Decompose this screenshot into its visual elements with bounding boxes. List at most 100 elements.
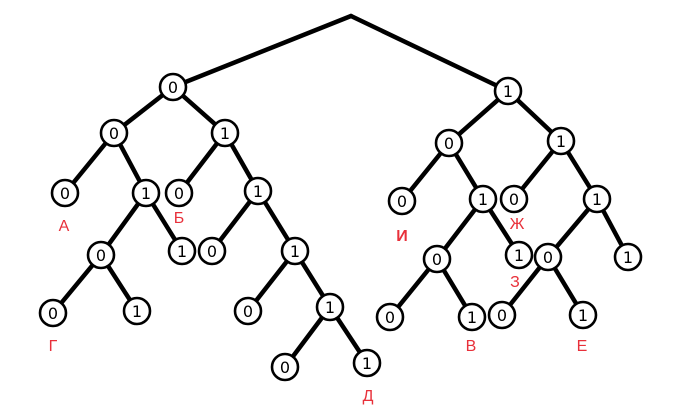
tree-node-value: 0 [444, 134, 454, 153]
tree-node-value: 1 [623, 248, 633, 267]
tree-node-value: 0 [60, 184, 70, 203]
tree-node-circle [422, 244, 452, 274]
tree-node-n26: 1 [504, 240, 534, 270]
tree-edge-root-n2 [348, 13, 511, 94]
tree-node-circle [270, 352, 300, 382]
tree-node-value: 1 [578, 306, 588, 325]
tree-node-value: 1 [503, 82, 513, 101]
leaf-label-z: З [510, 274, 520, 291]
tree-node-value: 1 [325, 298, 335, 317]
tree-node-n1: 0 [158, 72, 188, 102]
tree-node-circle [568, 300, 598, 330]
tree-node-value: 0 [543, 248, 553, 267]
tree-node-n10: 1 [167, 236, 197, 266]
tree-node-value: 1 [220, 124, 230, 143]
tree-node-value: 0 [168, 78, 178, 97]
tree-node-circle [38, 298, 68, 328]
tree-node-value: 1 [141, 184, 151, 203]
tree-node-n28: 1 [457, 302, 487, 332]
leaf-label-a: А [59, 218, 70, 235]
tree-node-value: 0 [96, 246, 106, 265]
tree-node-n22: 1 [468, 184, 498, 214]
tree-node-n9: 0 [86, 240, 116, 270]
leaf-label-i: И [396, 228, 408, 245]
tree-node-circle [352, 348, 382, 378]
tree-node-n23: 0 [499, 184, 529, 214]
tree-node-n3: 0 [99, 118, 129, 148]
tree-node-circle [122, 296, 152, 326]
tree-node-value: 1 [556, 132, 566, 151]
tree-node-value: 0 [397, 192, 407, 211]
tree-node-n18: 1 [352, 348, 382, 378]
tree-node-circle [50, 178, 80, 208]
tree-node-value: 0 [385, 308, 395, 327]
tree-node-circle [86, 240, 116, 270]
tree-node-value: 0 [109, 124, 119, 143]
tree-node-value: 0 [48, 304, 58, 323]
tree-node-n11: 0 [38, 298, 68, 328]
tree-node-circle [457, 302, 487, 332]
tree-node-n17: 0 [270, 352, 300, 382]
tree-node-value: 1 [177, 242, 187, 261]
tree-node-circle [533, 242, 563, 272]
tree-node-circle [493, 76, 523, 106]
tree-node-circle [487, 300, 517, 330]
tree-node-n15: 0 [233, 296, 263, 326]
tree-node-n29: 0 [533, 242, 563, 272]
tree-node-n32: 1 [568, 300, 598, 330]
tree-node-circle [582, 184, 612, 214]
tree-node-value: 1 [132, 302, 142, 321]
tree-node-value: 1 [362, 354, 372, 373]
tree-node-n24: 1 [582, 184, 612, 214]
tree-node-value: 0 [207, 242, 217, 261]
tree-node-n16: 1 [315, 292, 345, 322]
tree-node-n2: 1 [493, 76, 523, 106]
tree-node-circle [613, 242, 643, 272]
leaf-label-g: Г [49, 338, 58, 355]
tree-node-value: 1 [467, 308, 477, 327]
tree-node-circle [210, 118, 240, 148]
leaf-label-e: Е [577, 338, 588, 355]
tree-node-value: 1 [514, 246, 524, 265]
tree-node-n6: 1 [131, 178, 161, 208]
tree-node-n27: 0 [375, 302, 405, 332]
tree-node-n8: 1 [243, 176, 273, 206]
leaf-label-v: В [466, 338, 477, 355]
tree-node-circle [375, 302, 405, 332]
tree-node-circle [99, 118, 129, 148]
leaf-labels: А Б Г Д И Ж З В Е [49, 210, 588, 405]
tree-node-circle [243, 176, 273, 206]
tree-node-n19: 0 [434, 128, 464, 158]
tree-node-value: 0 [174, 184, 184, 203]
tree-node-circle [387, 186, 417, 216]
tree-node-n20: 1 [546, 126, 576, 156]
tree-node-circle [546, 126, 576, 156]
tree-node-circle [197, 236, 227, 266]
tree-node-value: 0 [280, 358, 290, 377]
tree-node-circle [434, 128, 464, 158]
leaf-label-d: Д [363, 388, 374, 405]
leaf-label-zh: Ж [510, 216, 525, 233]
tree-node-n5: 0 [50, 178, 80, 208]
tree-node-circle [280, 236, 310, 266]
tree-node-value: 1 [290, 242, 300, 261]
tree-node-n13: 0 [197, 236, 227, 266]
tree-node-n21: 0 [387, 186, 417, 216]
tree-node-n14: 1 [280, 236, 310, 266]
tree-node-n4: 1 [210, 118, 240, 148]
tree-edge-root-n1 [170, 13, 354, 90]
tree-node-circle [499, 184, 529, 214]
tree-node-value: 1 [253, 182, 263, 201]
tree-node-n30: 1 [613, 242, 643, 272]
tree-node-circle [468, 184, 498, 214]
tree-node-value: 0 [497, 306, 507, 325]
tree-node-circle [131, 178, 161, 208]
tree-node-value: 0 [243, 302, 253, 321]
tree-node-circle [233, 296, 263, 326]
tree-node-value: 0 [509, 190, 519, 209]
leaf-label-b: Б [174, 210, 185, 227]
tree-node-circle [164, 178, 194, 208]
tree-node-circle [504, 240, 534, 270]
tree-node-value: 1 [478, 190, 488, 209]
